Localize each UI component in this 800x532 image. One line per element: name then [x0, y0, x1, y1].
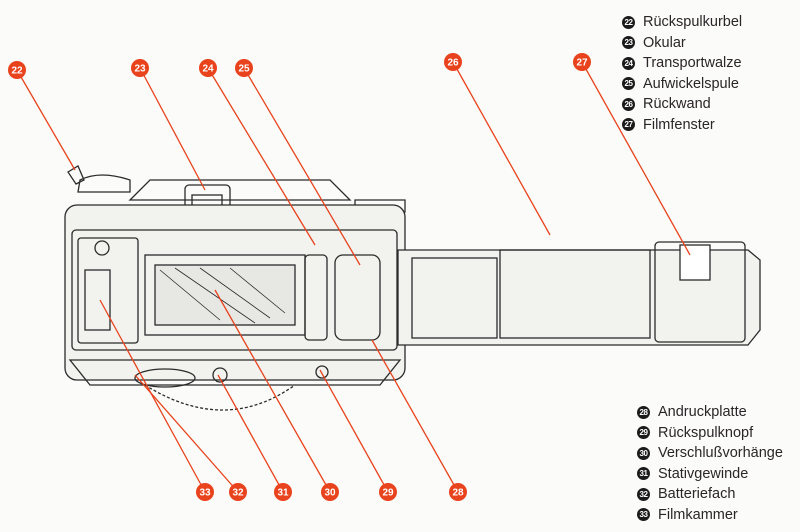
callout-marker-30 [321, 483, 339, 501]
callout-line-26 [452, 61, 551, 236]
callout-marker-31 [274, 483, 292, 501]
rewind-crank [67, 165, 131, 193]
callout-marker-26 [444, 53, 462, 71]
callout-marker-33 [196, 483, 214, 501]
rewind-button [315, 365, 329, 379]
callout-marker-27 [573, 53, 591, 71]
camera-back-door [397, 249, 761, 346]
camera-drawing [64, 165, 761, 411]
battery-cover [134, 368, 196, 388]
callout-markers: 22 23 24 25 26 27 28 29 30 31 32 33 [8, 53, 591, 501]
callout-number-28: 28 [452, 488, 464, 499]
callout-lines [16, 61, 691, 493]
callout-line-29 [319, 369, 389, 493]
callout-marker-24 [199, 59, 217, 77]
callout-line-28 [371, 339, 459, 493]
callout-marker-23 [131, 59, 149, 77]
callout-marker-25 [235, 59, 253, 77]
callout-line-24 [207, 67, 316, 246]
callout-line-22 [16, 69, 76, 171]
take-up-spool [334, 254, 381, 341]
callout-line-31 [217, 374, 284, 493]
callout-marker-22 [8, 61, 26, 79]
callout-line-27 [581, 61, 691, 256]
callout-number-26: 26 [447, 58, 459, 69]
callout-number-24: 24 [202, 64, 214, 75]
tripod-socket [212, 367, 228, 383]
callout-marker-32 [229, 483, 247, 501]
film-chamber [77, 237, 139, 344]
pressure-plate [499, 249, 651, 339]
callout-line-25 [243, 67, 361, 266]
callout-line-23 [139, 67, 206, 191]
callout-number-30: 30 [324, 488, 336, 499]
callout-number-27: 27 [576, 58, 588, 69]
callout-line-30 [214, 289, 331, 493]
sprocket-roller [304, 254, 328, 341]
callout-line-33 [99, 299, 206, 493]
film-window [679, 244, 711, 281]
callout-number-33: 33 [199, 488, 211, 499]
callout-number-29: 29 [382, 488, 394, 499]
callout-number-22: 22 [11, 66, 23, 77]
lens-mount [144, 384, 296, 411]
callout-number-23: 23 [134, 64, 146, 75]
callout-number-31: 31 [277, 488, 289, 499]
callout-number-25: 25 [238, 64, 250, 75]
callout-number-32: 32 [232, 488, 244, 499]
callout-marker-29 [379, 483, 397, 501]
callout-marker-28 [449, 483, 467, 501]
